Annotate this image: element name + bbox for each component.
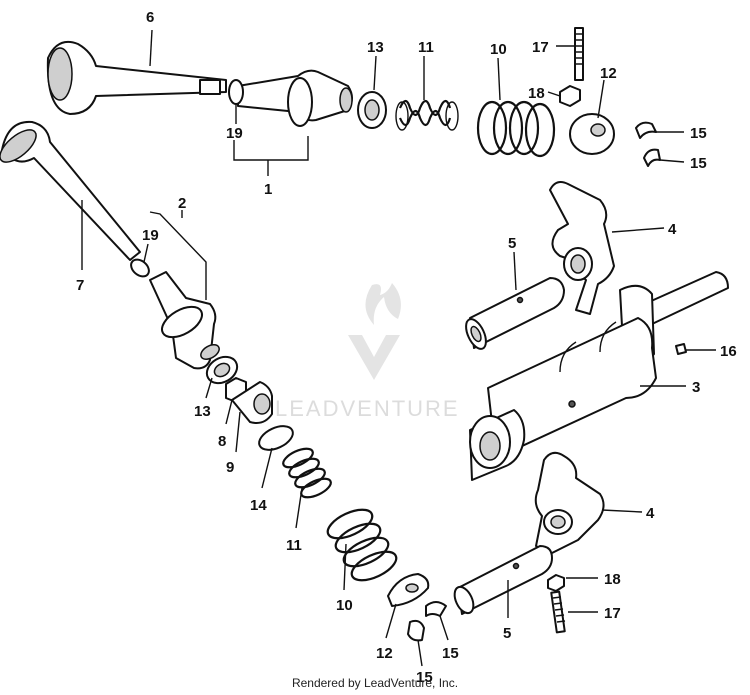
retainer-12-lower [387,573,430,607]
leader-lines [81,29,716,667]
callout-5-upper: 5 [508,235,516,252]
callout-16: 16 [720,343,737,360]
callout-15-a: 15 [690,125,707,142]
cotter-15-b [643,148,661,167]
retainer-12-upper [569,113,615,155]
callout-10-lower: 10 [336,597,353,614]
o-ring-19-upper [228,79,244,105]
callout-17-upper: 17 [532,39,549,56]
callout-15-c: 15 [416,669,433,686]
callout-15-b: 15 [690,155,707,172]
callout-11-upper: 11 [418,39,434,56]
callout-19-upper: 19 [226,125,243,142]
cotter-15-c [407,619,425,642]
footer-credit: Rendered by LeadVenture, Inc. [291,676,459,690]
spring-inner-lower [282,447,332,499]
callout-7: 7 [76,277,84,294]
callout-18-lower: 18 [604,571,621,588]
spring-outer-lower [326,508,398,582]
rocker-arm-upper [549,181,615,315]
pin-16 [675,343,687,355]
callout-9: 9 [226,459,234,476]
watermark: LEADVENTURE [275,283,460,421]
callouts: 6 13 11 10 17 18 12 15 15 19 1 2 4 19 7 … [76,9,737,686]
watermark-text: LEADVENTURE [275,396,460,421]
o-ring-19-lower [130,258,150,278]
nut-18-lower [547,574,565,592]
valve-lower [0,120,141,261]
seat-9 [231,381,273,424]
cotter-15-a [635,121,657,139]
callout-15-d: 15 [442,645,459,662]
callout-18-upper: 18 [528,85,545,102]
callout-10-upper: 10 [490,41,507,58]
rocker-arm-lower [534,451,605,555]
callout-6: 6 [146,9,154,26]
spring-outer-upper [476,100,556,158]
nut-18-upper [559,85,581,107]
callout-4-upper: 4 [668,221,677,238]
callout-17-lower: 17 [604,605,621,622]
callout-5-lower: 5 [503,625,511,642]
camshaft [469,271,729,481]
callout-2: 2 [178,195,186,212]
callout-3: 3 [692,379,700,396]
valve-guide-lower [149,271,220,370]
stud-17-upper [574,27,584,81]
callout-8: 8 [218,433,226,450]
valve-upper [46,40,227,115]
seal-ring-14 [258,425,294,451]
callout-12-lower: 12 [376,645,393,662]
stud-17-lower [550,590,566,634]
valve-guide-upper [237,69,353,127]
callout-11-lower: 11 [286,537,302,554]
spring-inner-upper [395,99,459,131]
callout-13-lower: 13 [194,403,211,420]
callout-19-lower: 19 [142,227,159,244]
rocker-shaft-upper [465,277,565,350]
cotter-15-d [425,601,447,617]
callout-4-lower: 4 [646,505,655,522]
callout-14: 14 [250,497,267,514]
callout-12-upper: 12 [600,65,617,82]
callout-13-upper: 13 [367,39,384,56]
rocker-shaft-lower [453,545,553,615]
callout-1: 1 [264,181,272,198]
